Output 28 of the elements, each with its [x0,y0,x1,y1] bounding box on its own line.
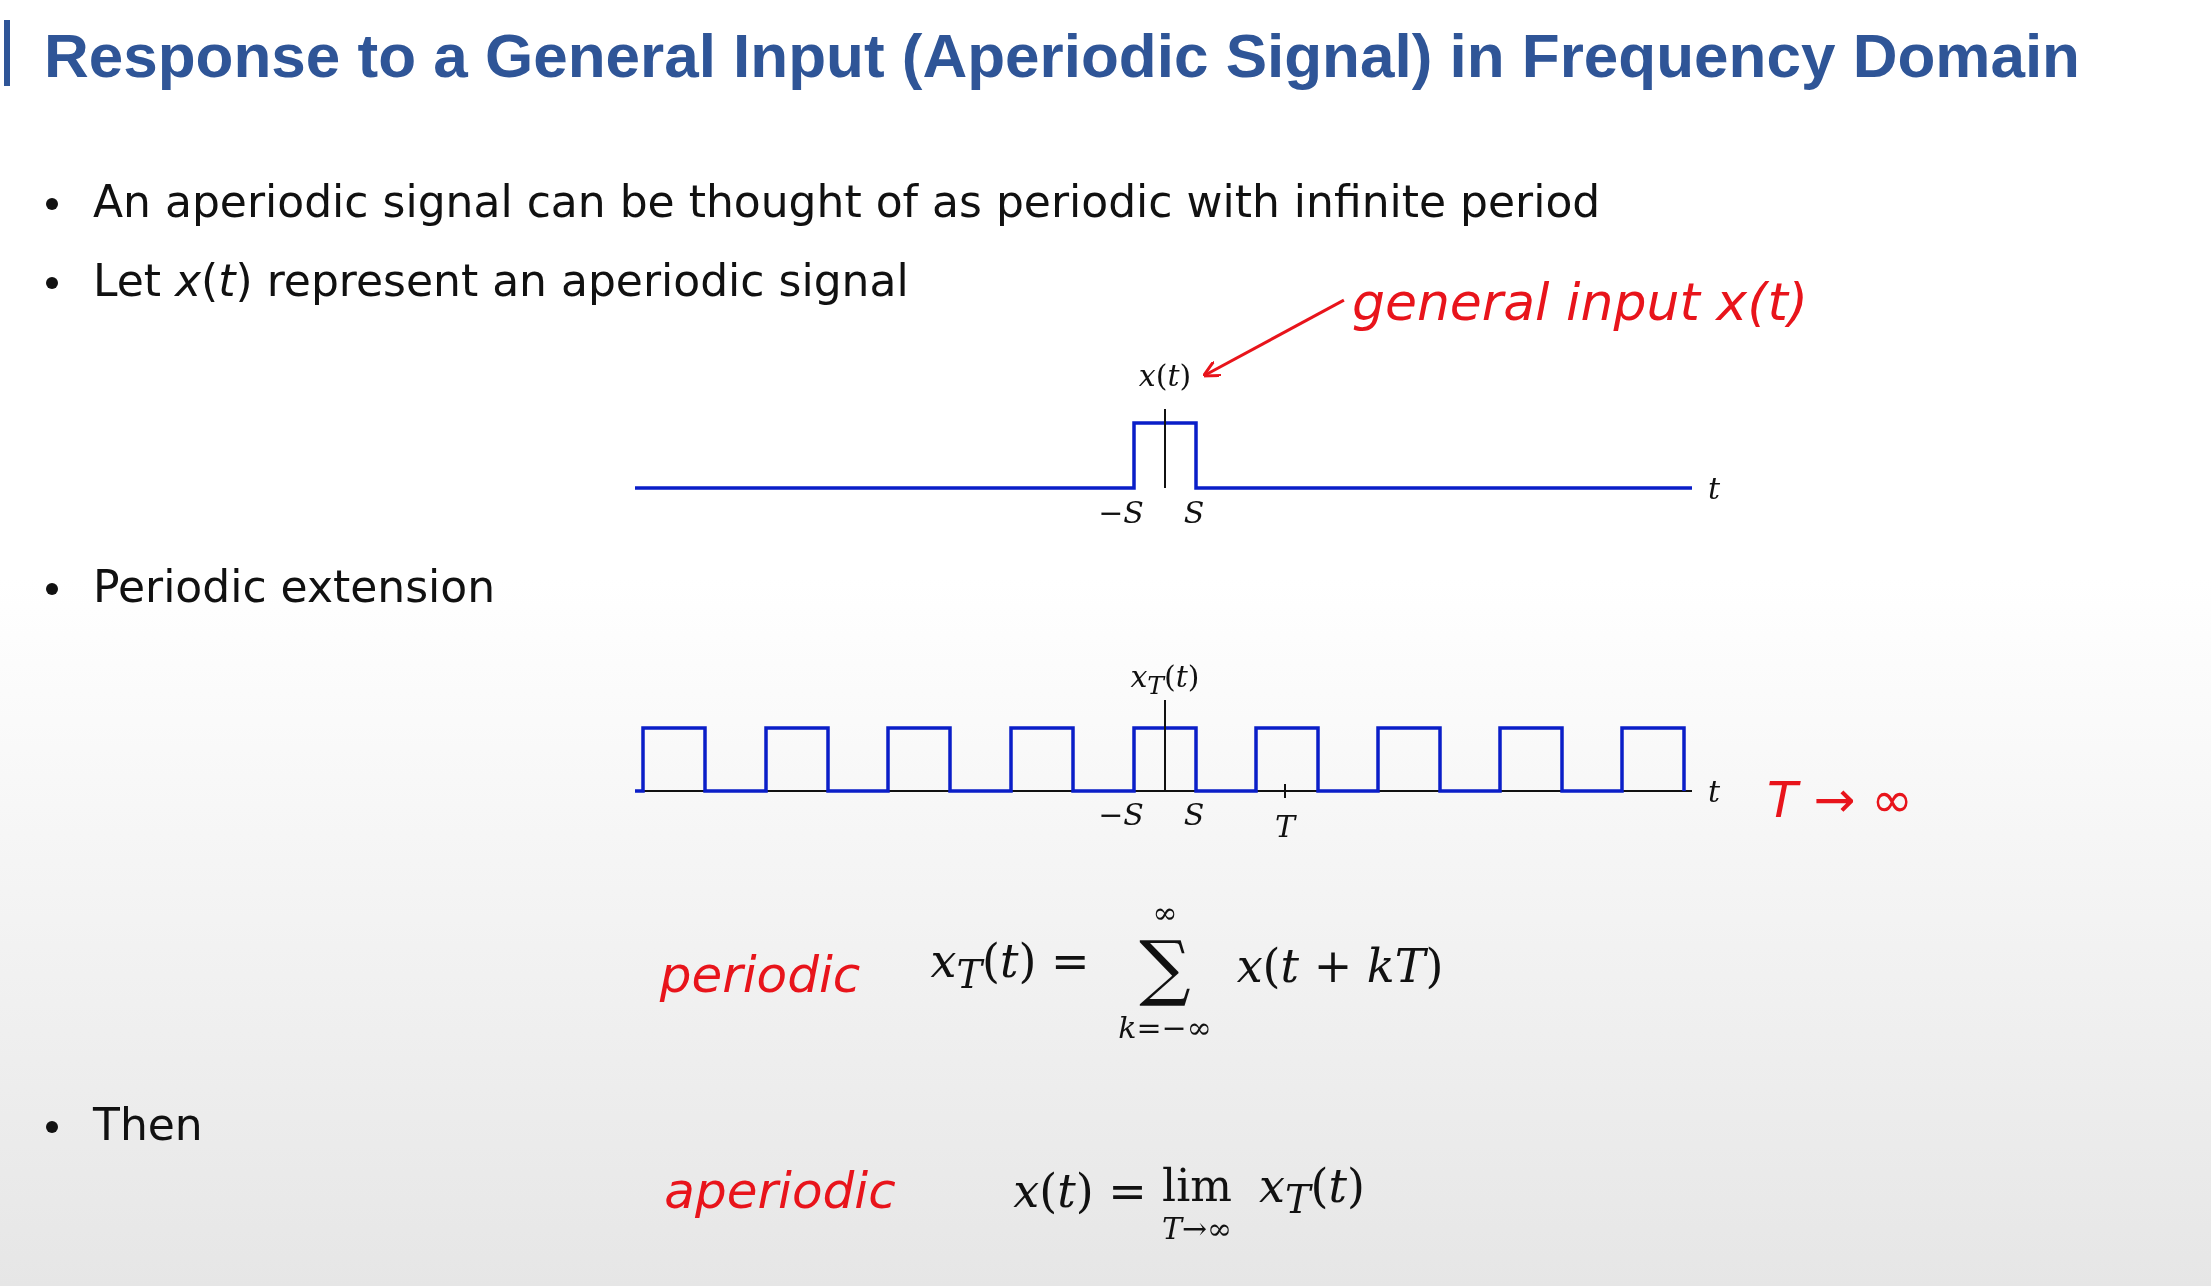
bullet-text: Then [93,1100,203,1150]
equation-term: x(t) = [1013,1165,1147,1217]
handwritten-note: periodic [659,947,861,1003]
equation-term: x$_{T}$(t) [1259,1161,1365,1221]
sum-limit: k=−∞ [1118,1010,1212,1044]
handwritten-note: aperiodic [664,1163,896,1219]
axis-label: t [1707,774,1721,808]
handwritten-note: general input x(t) [1351,274,1809,332]
signal-label: x(t) [1138,358,1192,392]
bullet-text: An aperiodic signal can be thought of as periodic with infinite period [93,177,1601,227]
axis-label: t [1707,471,1721,505]
tick-label: T [1275,809,1295,843]
bullet-text: Periodic extension [93,562,496,612]
tick-label: −S [1098,797,1144,831]
equation-term: x$_{T}$(t) = [930,936,1090,996]
limit-subscript: T→∞ [1161,1211,1233,1245]
tick-label: S [1183,797,1205,831]
handwritten-note: T → ∞ [1767,772,1913,828]
tick-label: −S [1098,495,1144,529]
arrow [1201,298,1345,378]
sum-sign: ∑ [1139,928,1191,1008]
limit-operator: lim [1162,1161,1232,1211]
bullet-text: Let x(t) represent an aperiodic signal [93,256,909,306]
sum-limit: ∞ [1152,895,1178,929]
signal-label: x$_{T}$(t) [1130,660,1200,700]
tick-label: S [1183,495,1205,529]
slide-title: Response to a General Input (Aperiodic Signal) in Frequency Domain [44,21,2080,91]
equation-term: x(t + kT) [1236,940,1444,992]
